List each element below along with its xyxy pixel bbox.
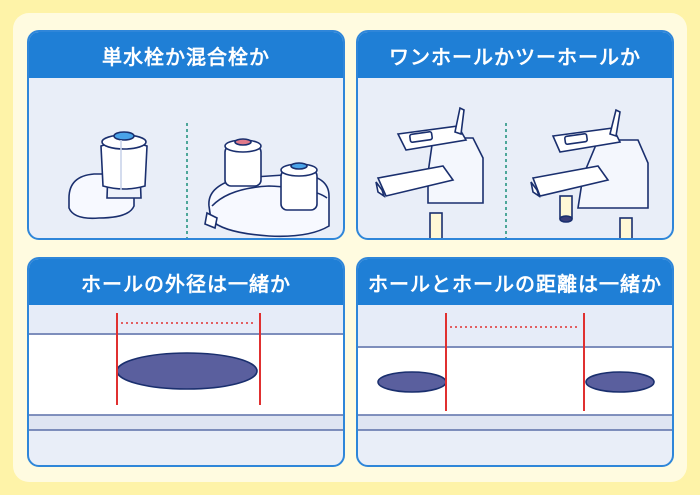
faucet-type-illustration (68, 123, 330, 238)
card-hole-distance: ホールとホールの距離は一緒か (356, 257, 674, 467)
card-title-hole-count: ワンホールかツーホールか (358, 32, 672, 78)
mixing-faucet-icon (204, 138, 330, 238)
card-faucet-type: 単水栓か混合栓か (27, 30, 345, 240)
card-hole-count: ワンホールかツーホールか (356, 30, 674, 240)
single-faucet-icon (68, 131, 148, 220)
card-title-hole-diameter: ホールの外径は一緒か (29, 259, 343, 305)
hole-distance-illustration (358, 305, 672, 431)
card-hole-diameter: ホールの外径は一緒か (27, 257, 345, 467)
one-hole-faucet-icon (375, 106, 484, 238)
hole-diameter-illustration (29, 305, 343, 431)
two-hole-faucet-icon (530, 108, 649, 238)
hole-right (585, 371, 655, 393)
hole (116, 352, 258, 390)
hole-left (377, 371, 447, 393)
card-title-hole-distance: ホールとホールの距離は一緒か (358, 259, 672, 305)
card-title-faucet-type: 単水栓か混合栓か (29, 32, 343, 78)
hole-count-illustration (375, 106, 649, 238)
